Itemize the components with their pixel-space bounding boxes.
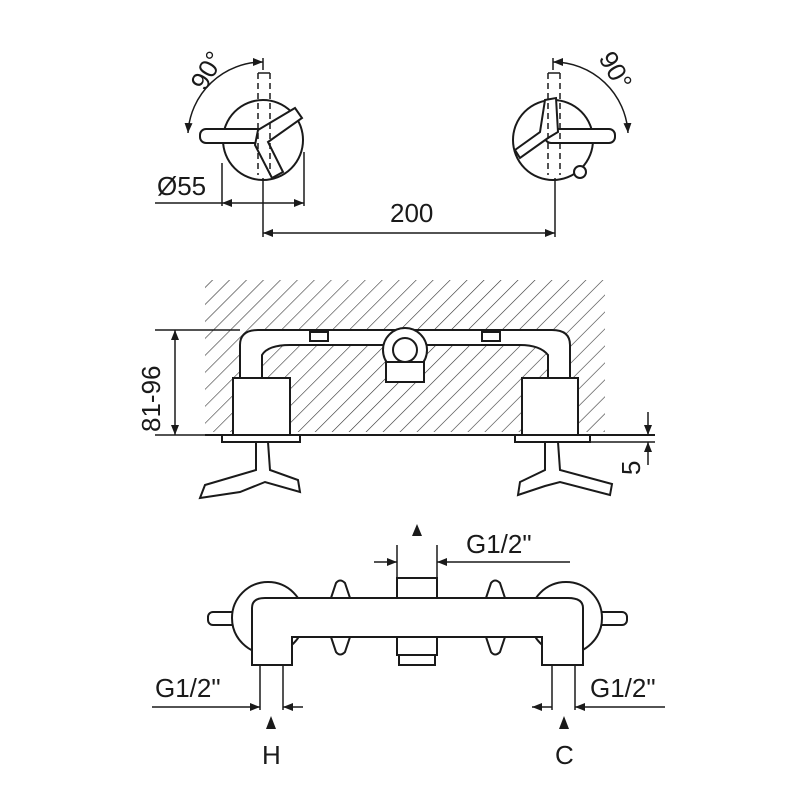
left-valve-body	[232, 377, 291, 436]
side-view: 81-96 5	[136, 280, 655, 500]
right-lever	[516, 441, 614, 497]
outlet-thread-label: G1/2"	[466, 529, 532, 559]
spacing-label: 200	[390, 198, 433, 228]
outlet-flow-arrow-icon	[412, 524, 422, 536]
mixer-body-bottom	[251, 597, 584, 666]
cold-label: C	[555, 740, 574, 770]
rotation-arc-left	[184, 57, 264, 134]
rotation-arc-right	[552, 57, 632, 134]
hot-thread-label: G1/2"	[155, 673, 221, 703]
left-handle	[199, 72, 304, 181]
flange-label: 5	[616, 461, 646, 475]
bottom-view: G1/2" G1/2" H G1/2" C	[152, 524, 665, 770]
angle-left-label: 90°	[184, 46, 230, 95]
left-lever	[198, 441, 302, 500]
right-handle	[512, 72, 616, 181]
diameter-label: Ø55	[157, 171, 206, 201]
depth-label: 81-96	[136, 366, 166, 433]
angle-right-label: 90°	[593, 46, 639, 95]
hot-inlet-arrow-icon	[266, 716, 276, 729]
hot-label: H	[262, 740, 281, 770]
cold-inlet-arrow-icon	[559, 716, 569, 729]
top-view: 90° 90° Ø55 200	[155, 46, 638, 237]
cold-thread-label: G1/2"	[590, 673, 656, 703]
right-valve-body	[521, 377, 579, 436]
